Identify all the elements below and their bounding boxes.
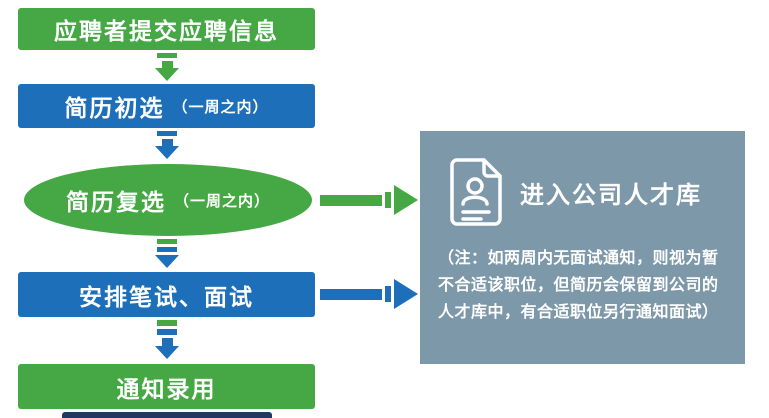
arrow-head-down-icon [155, 68, 179, 81]
flow-step-sublabel: （一周之内） [173, 192, 270, 210]
flow-step-sublabel: （一周之内） [172, 98, 269, 116]
flow-step-resume-second-screening: 简历复选 （一周之内） [24, 164, 312, 236]
arrow-stripe [157, 53, 177, 58]
flow-step-label: 简历复选 [65, 189, 166, 215]
down-arrow-connector-3 [155, 239, 179, 268]
arrow-head-right-icon [394, 279, 418, 309]
flow-step-partial-bottom [62, 412, 272, 418]
flow-step-label: 应聘者提交应聘信息 [54, 18, 279, 44]
flow-step-label: 简历初选 [64, 95, 165, 121]
arrow-shaft [161, 338, 173, 346]
flow-step-arrange-test-interview: 安排笔试、面试 [18, 272, 315, 317]
arrow-shaft [161, 139, 173, 146]
talent-pool-header: 进入公司人才库 [420, 131, 745, 227]
arrow-stripe-blue [157, 329, 177, 335]
arrow-stripe [157, 131, 177, 136]
flow-step-submit-application: 应聘者提交应聘信息 [18, 8, 315, 50]
right-arrow-from-test-interview [320, 279, 418, 309]
resume-document-icon [450, 158, 502, 226]
arrow-head-down-icon [155, 146, 179, 159]
arrow-stripe-blue [157, 247, 177, 252]
flow-step-notify-employment: 通知录用 [18, 364, 315, 409]
down-arrow-connector-2 [155, 131, 179, 159]
arrow-stripe-green [157, 320, 177, 326]
arrow-stripe [385, 286, 391, 302]
arrow-head-down-icon [155, 346, 179, 359]
arrow-head-right-icon [394, 185, 418, 215]
arrow-stripe-green [157, 239, 177, 244]
talent-pool-panel: 进入公司人才库 （注：如两周内无面试通知，则视为暂不合适该职位，但简历会保留到公… [420, 131, 745, 364]
arrow-shaft [320, 194, 382, 206]
talent-pool-title: 进入公司人才库 [520, 181, 702, 209]
down-arrow-connector-4 [155, 320, 179, 359]
arrow-shaft [320, 288, 382, 300]
right-arrow-from-second-screening [320, 185, 418, 215]
arrow-head-down-icon [155, 255, 179, 268]
talent-pool-note: （注：如两周内无面试通知，则视为暂不合适该职位，但简历会保留到公司的人才库中，有… [438, 250, 719, 322]
down-arrow-connector-1 [155, 53, 179, 81]
arrow-shaft [161, 61, 173, 68]
flow-step-label: 安排笔试、面试 [79, 283, 254, 310]
arrow-stripe [385, 192, 391, 208]
flow-step-label: 通知录用 [116, 375, 217, 402]
flow-step-resume-first-screening: 简历初选 （一周之内） [18, 84, 315, 128]
